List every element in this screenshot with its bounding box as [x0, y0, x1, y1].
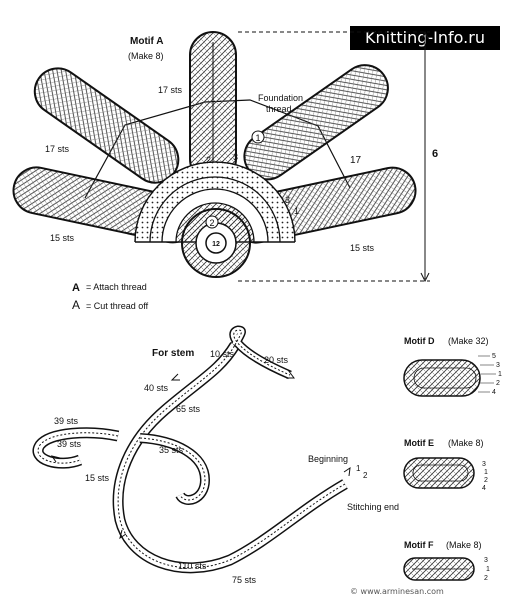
petal-right-upper — [243, 64, 389, 181]
motif-e-row-4: 4 — [482, 485, 486, 492]
motif-e-row-1: 1 — [484, 469, 488, 476]
stem-s110: 110 sts — [178, 561, 207, 571]
stem-s20: 20 sts — [264, 355, 289, 365]
stem-s15: 15 sts — [85, 473, 110, 483]
stem-title: For stem — [152, 348, 194, 359]
motif-d-shape — [403, 359, 481, 397]
dimension-label: 6 — [432, 148, 438, 160]
stitching-end-label: Stitching end — [347, 502, 399, 512]
stem-s35: 35 sts — [159, 445, 184, 455]
motif-f-count: (Make 8) — [446, 540, 482, 550]
motif-e-row-2: 2 — [484, 477, 488, 484]
motif-a-sts-right-upper: 17 — [350, 155, 362, 166]
round-1-label: 1 — [255, 133, 260, 143]
legend: A = Attach thread A = Cut thread off — [72, 282, 149, 312]
stem-s40: 40 sts — [144, 383, 169, 393]
motif-e: Motif E (Make 8) 3 1 2 4 — [403, 438, 488, 492]
motif-a-count: (Make 8) — [128, 51, 164, 61]
motif-d-count: (Make 32) — [448, 336, 489, 346]
center-label: 12 — [212, 241, 220, 248]
beginning-label: Beginning — [308, 454, 348, 464]
motif-f: Motif F (Make 8) 3 1 2 — [403, 540, 490, 582]
motif-e-shape — [403, 457, 475, 489]
motif-d-row-1: 1 — [498, 371, 502, 378]
motif-e-title: Motif E — [404, 438, 434, 448]
cut-thread-text: = Cut thread off — [86, 301, 149, 311]
stem-r2: 2 — [363, 471, 368, 480]
cut-thread-symbol: A — [72, 298, 80, 312]
marker-2: 2 — [206, 155, 211, 165]
attach-thread-text: = Attach thread — [86, 282, 147, 292]
petal-top — [189, 31, 237, 183]
motif-a-diagram — [12, 30, 430, 283]
motif-e-row-3: 3 — [482, 461, 486, 468]
motif-f-row-1: 1 — [486, 566, 490, 573]
attach-thread-symbol: A — [72, 282, 80, 294]
foundation-label: Foundation — [258, 93, 303, 103]
marker-3a: 3 — [233, 152, 238, 162]
thread-label: thread — [266, 104, 292, 114]
motif-e-count: (Make 8) — [448, 438, 484, 448]
motif-d-row-2: 2 — [496, 380, 500, 387]
stem-s65: 65 sts — [176, 404, 201, 414]
motif-d-row-3: 3 — [496, 362, 500, 369]
motif-d: Motif D (Make 32) 5 3 1 2 4 — [403, 336, 502, 397]
stem-r1: 1 — [356, 464, 361, 473]
motif-f-row-2: 2 — [484, 575, 488, 582]
watermark-bottom: © www.arminesan.com — [350, 587, 444, 596]
marker-3b: 3 — [285, 195, 290, 205]
motif-d-row-4: 4 — [492, 389, 496, 396]
round-2-label: 2 — [209, 218, 214, 228]
stem-s39a: 39 sts — [54, 416, 79, 426]
motif-a-sts-left-lower: 15 sts — [50, 233, 75, 243]
motif-a-sts-top: 17 sts — [158, 85, 183, 95]
stem-s10: 10 sts — [210, 349, 235, 359]
stem-s39b: 39 sts — [57, 439, 82, 449]
stem-diagram — [32, 325, 351, 574]
motif-f-row-3: 3 — [484, 557, 488, 564]
motif-a-sts-right-lower: 15 sts — [350, 243, 375, 253]
motif-a-title: Motif A — [130, 36, 164, 47]
marker-1: 1 — [294, 206, 299, 216]
motif-a-sts-left-upper: 17 sts — [45, 144, 70, 154]
stem-s75: 75 sts — [232, 575, 257, 585]
motif-d-row-5: 5 — [492, 353, 496, 360]
motif-f-title: Motif F — [404, 540, 434, 550]
center-ring — [181, 208, 251, 278]
motif-d-title: Motif D — [404, 336, 435, 346]
